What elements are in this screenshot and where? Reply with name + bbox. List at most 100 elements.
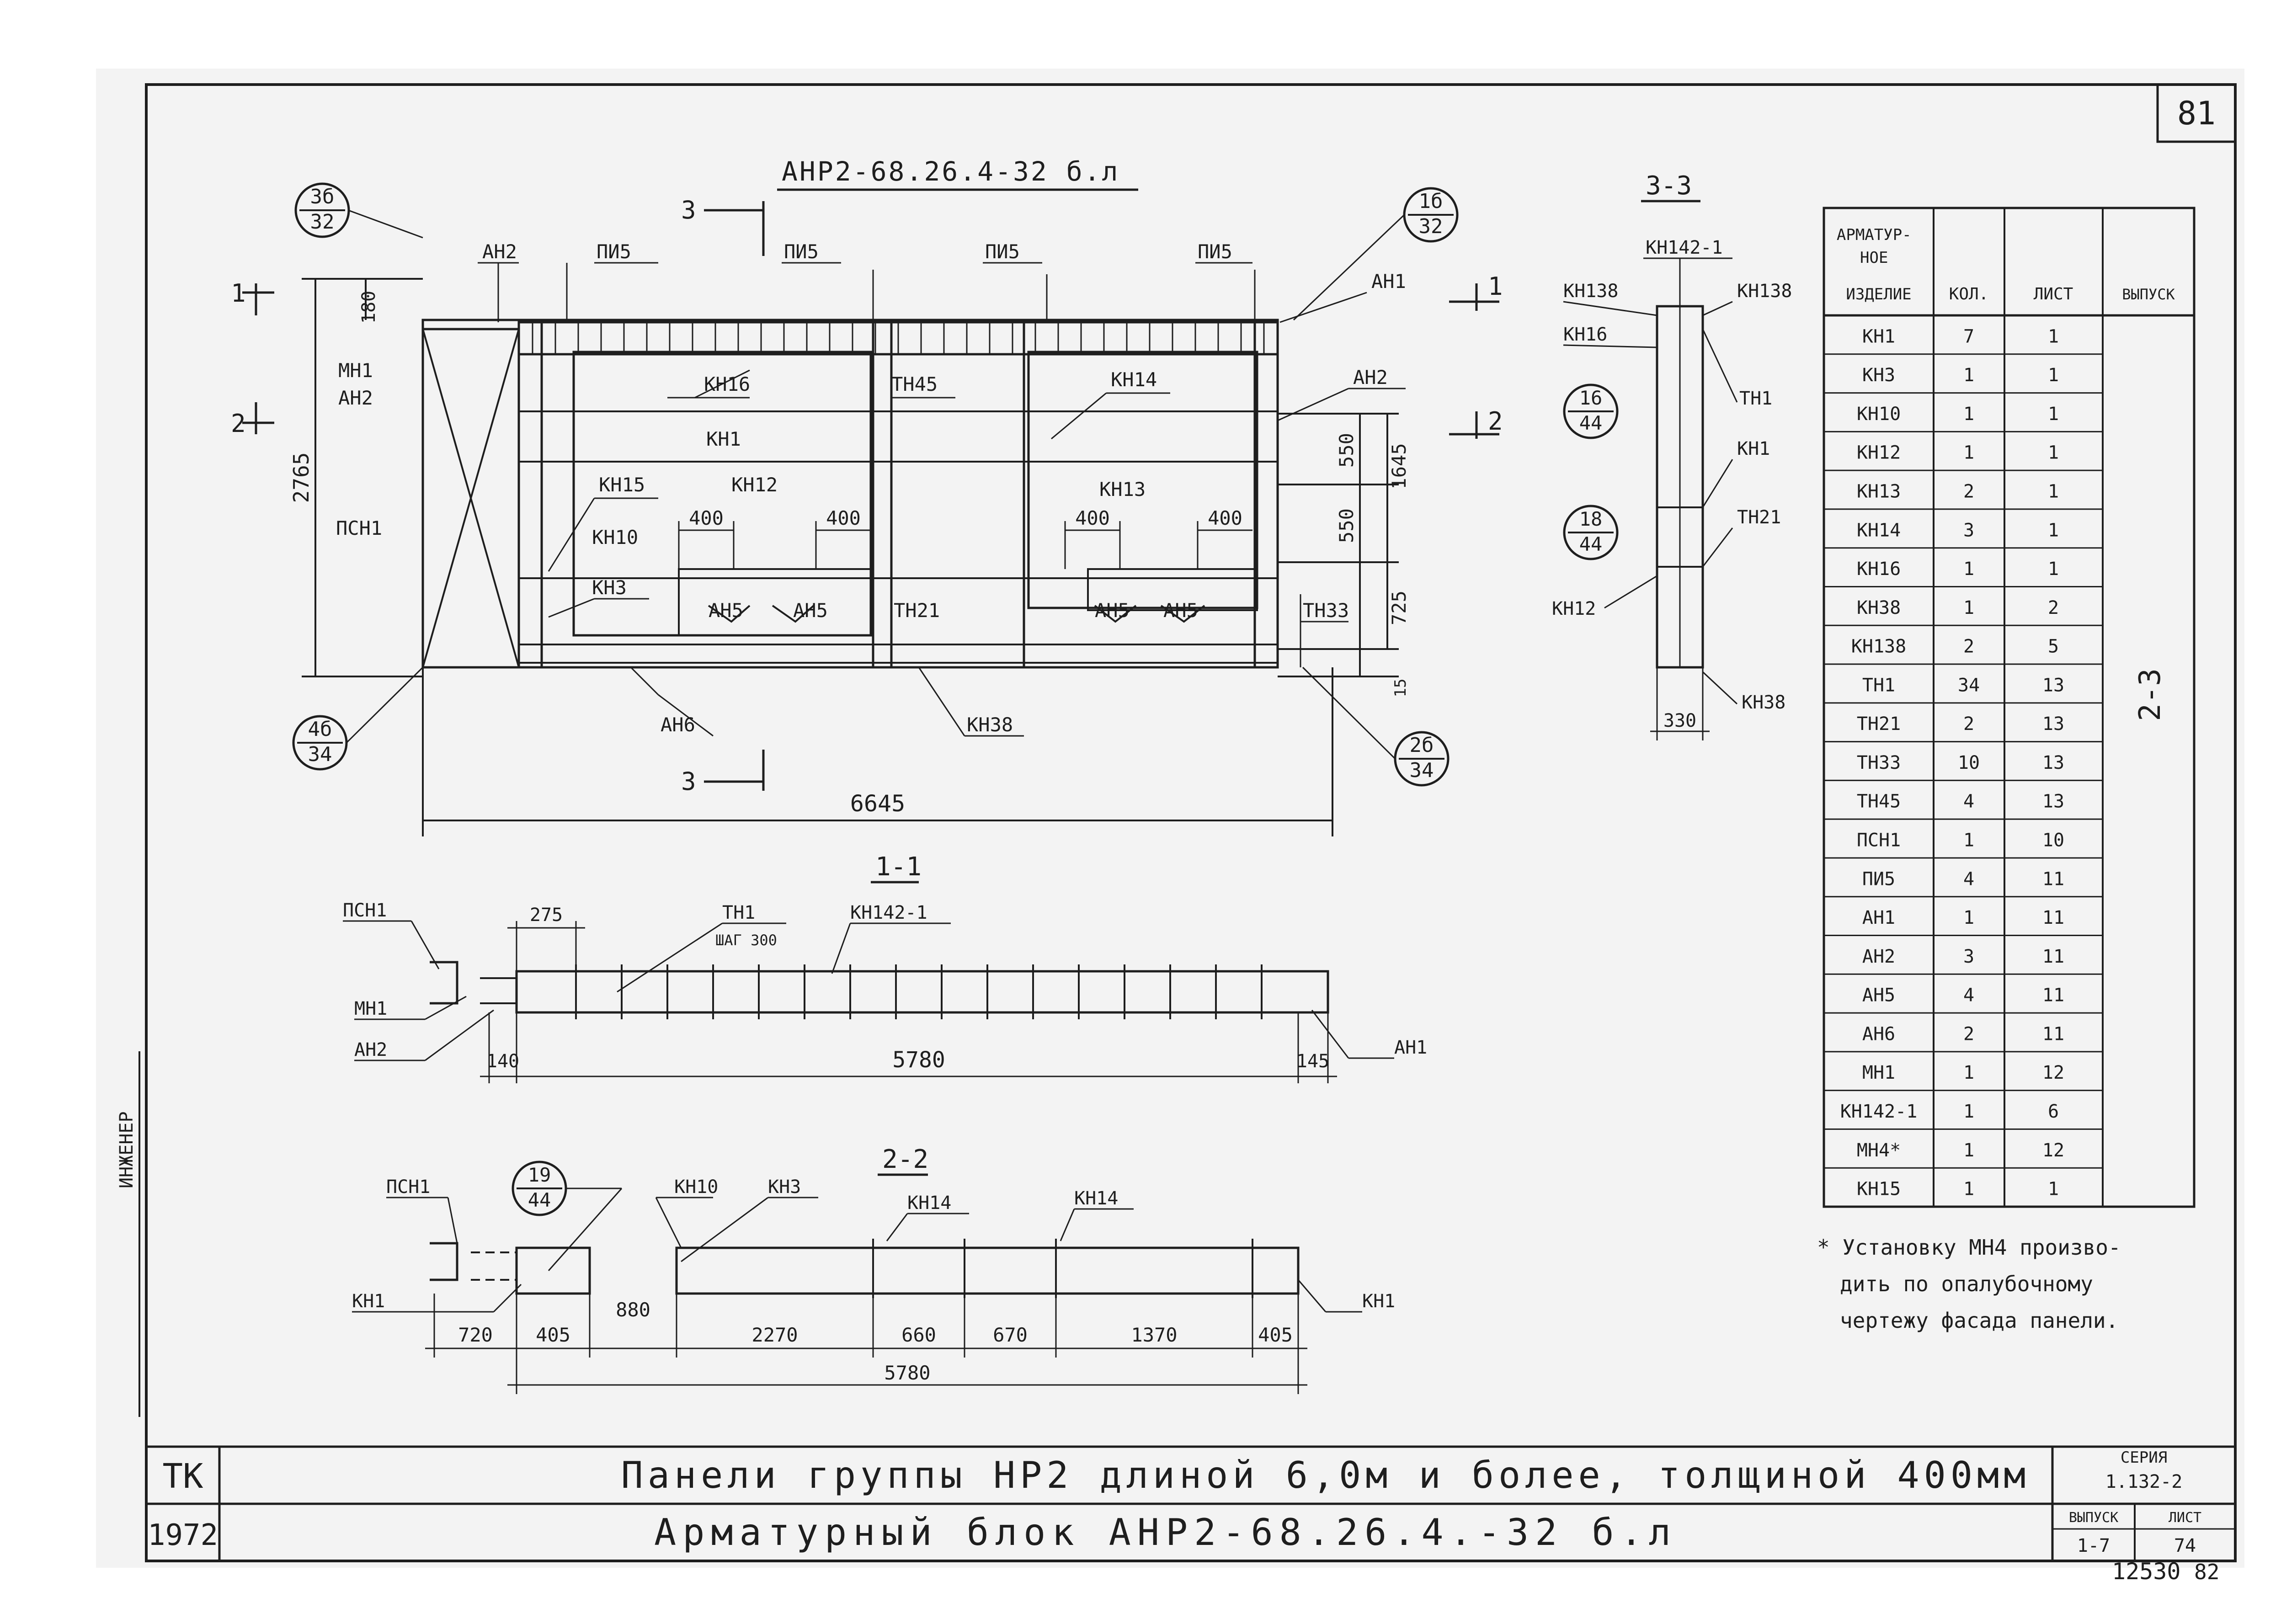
side-stamp: ИНЖЕНЕР — [116, 1111, 137, 1188]
label-3-3-kn138-right: КН138 — [1737, 281, 1792, 302]
dim-2765: 2765 — [289, 453, 314, 503]
table-cell-item: КН14 — [1857, 520, 1901, 541]
table-cell-sheet: 13 — [2042, 752, 2064, 773]
svg-text:32: 32 — [310, 210, 335, 234]
label-an2-left: АН2 — [338, 387, 373, 409]
table-cell-sheet: 1 — [2048, 481, 2059, 502]
cut-mark-1-right: 1 — [1488, 272, 1503, 301]
callout-18-44: 18 44 — [1563, 505, 1619, 560]
table-cell-item: КН15 — [1857, 1179, 1901, 1200]
title-block-tk: ТК — [162, 1457, 203, 1496]
table-cell-item: КН1 — [1862, 326, 1895, 347]
footnote-line-3: чертежу фасада панели. — [1840, 1308, 2118, 1333]
dim-725: 725 — [1388, 591, 1410, 625]
label-1-1-step: ШАГ 300 — [715, 932, 777, 949]
stamp-corner: 82 — [2194, 1560, 2219, 1584]
label-1-1-mn1: МН1 — [354, 998, 387, 1019]
label-1-1-an1: АН1 — [1394, 1037, 1427, 1058]
table-cell-sheet: 2 — [2048, 597, 2059, 618]
section-2-2: 2-2 ПСН1 КН10 КН3 КН14 КН14 КН1 КН1 — [352, 1145, 1395, 1394]
main-view: АНР2-68.26.4-32 б.л — [231, 156, 1503, 836]
table-cell-sheet: 10 — [2042, 830, 2064, 851]
cut-mark-2-left: 2 — [231, 409, 246, 438]
label-kn38: КН38 — [967, 713, 1013, 736]
label-2-2-kn10: КН10 — [674, 1177, 718, 1198]
footnote: * Установку МН4 произво- дить по опалубо… — [1817, 1235, 2121, 1333]
label-tn33: ТН33 — [1303, 599, 1349, 622]
label-3-3-kn1: КН1 — [1737, 438, 1770, 459]
table-cell-sheet: 1 — [2048, 326, 2059, 347]
table-cell-item: АН2 — [1862, 946, 1895, 967]
table-cell-sheet: 1 — [2048, 404, 2059, 425]
label-3-3-tn1: ТН1 — [1739, 388, 1772, 409]
table-cell-qty: 1 — [1963, 442, 1974, 463]
table-header-release: ВЫПУСК — [2122, 286, 2175, 303]
table-cell-sheet: 11 — [2042, 868, 2064, 889]
label-psn1: ПСН1 — [336, 517, 382, 539]
opening-right — [1027, 351, 1258, 609]
label-1-1-an2: АН2 — [354, 1039, 387, 1060]
table-header-sheet: ЛИСТ — [2034, 285, 2073, 304]
label-2-2-psn1: ПСН1 — [386, 1177, 430, 1198]
label-kn13: КН13 — [1099, 478, 1146, 501]
label-kn12: КН12 — [731, 474, 778, 496]
table-cell-qty: 1 — [1963, 1140, 1974, 1161]
table-header-item: АРМАТУР- НОЕ ИЗДЕЛИЕ — [1837, 226, 1921, 304]
label-3-3-kn142: КН142-1 — [1646, 237, 1723, 258]
dim-670: 670 — [993, 1324, 1028, 1346]
label-pi5-a: ПИ5 — [597, 240, 631, 263]
callout-4b-34: 4б 34 — [292, 666, 424, 771]
section-1-1-title: 1-1 — [875, 852, 922, 882]
svg-text:34: 34 — [1410, 759, 1434, 782]
table-cell-item: АН6 — [1862, 1023, 1895, 1044]
svg-text:44: 44 — [1579, 412, 1603, 434]
svg-text:16: 16 — [1579, 387, 1603, 409]
dim-720: 720 — [458, 1324, 493, 1346]
label-an1: АН1 — [1371, 270, 1406, 293]
table-cell-qty: 2 — [1963, 1023, 1974, 1044]
dim-1370: 1370 — [1131, 1324, 1177, 1346]
table-cell-qty: 2 — [1963, 481, 1974, 502]
cut-mark-1-left: 1 — [231, 279, 246, 308]
dim-180: 180 — [358, 291, 379, 324]
table-cell-qty: 3 — [1963, 946, 1974, 967]
label-kn10: КН10 — [592, 526, 638, 548]
label-tn45: ТН45 — [891, 373, 938, 395]
table-cell-item: АН5 — [1862, 985, 1895, 1006]
label-2-2-kn14-a: КН14 — [907, 1193, 951, 1214]
svg-text:34: 34 — [308, 743, 332, 766]
label-kn16: КН16 — [704, 373, 750, 395]
dim-405-left: 405 — [536, 1324, 570, 1346]
specification-table: АРМАТУР- НОЕ ИЗДЕЛИЕ КОЛ. ЛИСТ ВЫПУСК КН… — [1823, 207, 2196, 1208]
dim-550-upper: 550 — [1335, 433, 1358, 468]
callout-3b-32: 3б 32 — [294, 182, 423, 239]
paper — [96, 69, 2244, 1568]
dim-550-lower: 550 — [1335, 508, 1358, 543]
svg-text:2б: 2б — [1410, 734, 1434, 757]
table-cell-qty: 1 — [1963, 1101, 1974, 1122]
dim-400-d: 400 — [1208, 507, 1242, 529]
table-cell-item: ПСН1 — [1857, 830, 1901, 851]
table-cell-qty: 2 — [1963, 636, 1974, 657]
dim-660: 660 — [901, 1324, 936, 1346]
dim-1-1-5780: 5780 — [892, 1047, 945, 1073]
label-3-3-tn21: ТН21 — [1737, 507, 1781, 528]
svg-text:3б: 3б — [310, 185, 335, 208]
label-tn21: ТН21 — [894, 599, 940, 622]
label-2-2-kn3: КН3 — [768, 1177, 801, 1198]
dim-880: 880 — [616, 1299, 650, 1321]
table-cell-sheet: 1 — [2048, 1179, 2059, 1200]
svg-text:18: 18 — [1579, 508, 1603, 530]
label-pi5-b: ПИ5 — [784, 240, 819, 263]
label-3-3-kn16: КН16 — [1563, 324, 1607, 345]
dim-405-right: 405 — [1258, 1324, 1293, 1346]
